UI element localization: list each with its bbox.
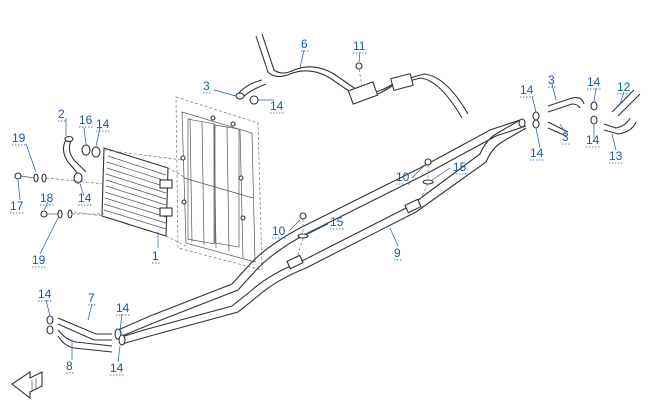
hose-6: [235, 33, 469, 119]
callout-12: 12: [617, 80, 631, 94]
callout-underlines: [10, 50, 631, 376]
callout-18: 18: [40, 191, 54, 205]
callout-14-right-b: 14: [530, 146, 544, 160]
callout-8: 8: [66, 359, 73, 373]
direction-arrow-icon: [11, 370, 43, 400]
callout-14-cooler-top: 14: [96, 117, 110, 131]
callout-3-right-mid: 3: [562, 130, 569, 144]
hose-2: [62, 135, 87, 177]
leader-lines: [17, 49, 625, 363]
callout-14-cooler-side: 14: [78, 191, 92, 205]
callout-14-lower-c: 14: [110, 361, 124, 375]
callout-15-lower: 15: [330, 215, 344, 229]
hose-3-right: [532, 97, 585, 137]
callout-6: 6: [301, 37, 308, 51]
callout-16: 16: [79, 113, 93, 127]
clamp-14-left: [73, 144, 101, 184]
callout-19-lower: 19: [32, 253, 46, 267]
callout-3-right-top: 3: [548, 73, 555, 87]
callout-9: 9: [394, 246, 401, 260]
callout-3-left: 3: [203, 79, 210, 93]
callout-labels: 1 2 3 3 3 6 7 8 9 10 10 11 12 13 14 14 1…: [10, 37, 631, 375]
bolt-10-lower: [296, 212, 309, 259]
callout-10-upper: 10: [396, 170, 410, 184]
callout-14-right-d: 14: [586, 133, 600, 147]
pipe-9: [114, 118, 527, 346]
oil-cooler: [73, 147, 187, 247]
callout-14-lower-b: 14: [116, 301, 130, 315]
radiator-outline: [175, 96, 263, 271]
callout-15-upper: 15: [453, 160, 467, 174]
callout-17: 17: [10, 199, 24, 213]
callout-14-right-a: 14: [520, 83, 534, 97]
hose-12-13: [590, 89, 641, 135]
callout-2: 2: [58, 107, 65, 121]
callout-10-lower: 10: [272, 224, 286, 238]
bolts-17-19: [14, 172, 105, 219]
callout-19-upper: 19: [12, 131, 26, 145]
callout-7: 7: [88, 291, 95, 305]
hose-7-8: [46, 315, 113, 353]
callout-1: 1: [152, 249, 159, 263]
callout-14-top-hose: 14: [270, 99, 284, 113]
callout-13: 13: [609, 149, 623, 163]
callout-11: 11: [353, 39, 366, 53]
callout-14-right-c: 14: [587, 75, 601, 89]
bolt-10-upper: [417, 158, 434, 205]
callout-14-lower-a: 14: [38, 287, 52, 301]
